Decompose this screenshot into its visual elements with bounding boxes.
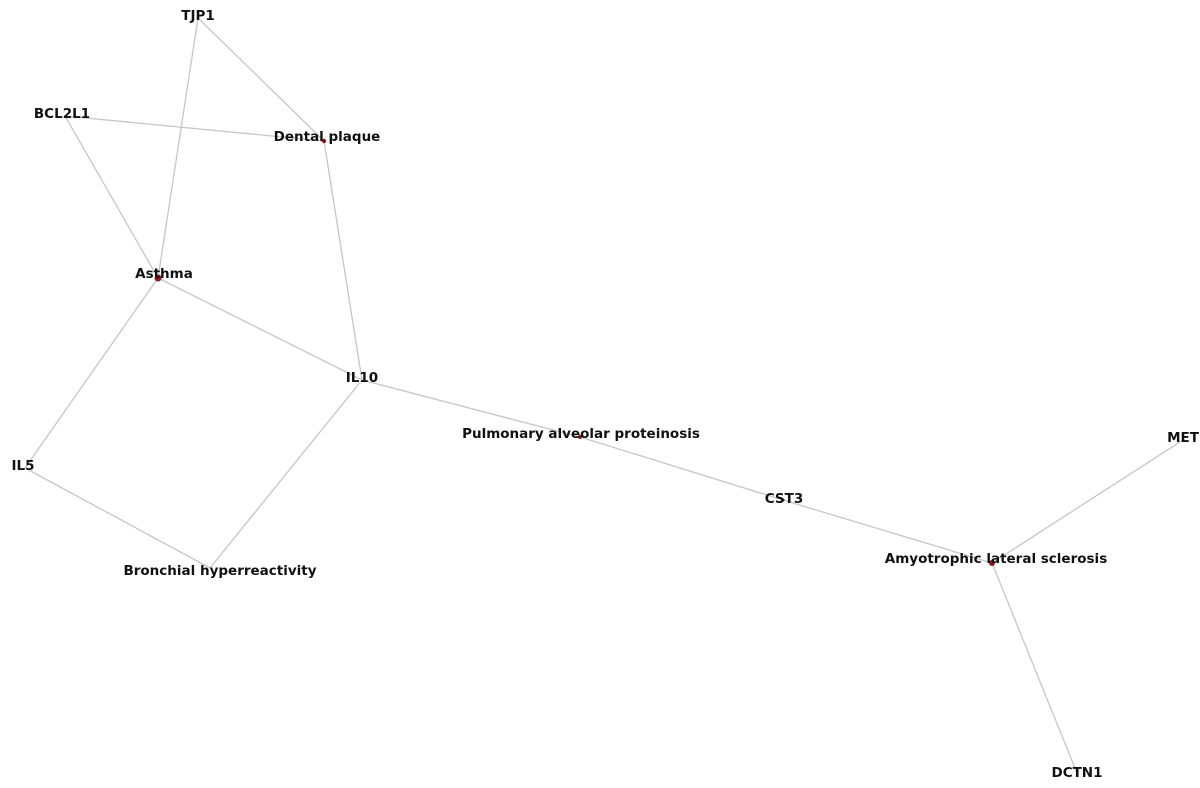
node-il10: IL10 xyxy=(346,370,378,386)
node-asthma: Asthma xyxy=(135,266,193,282)
node-label-tjp1: TJP1 xyxy=(181,8,215,24)
node-dental_plaque: Dental plaque xyxy=(274,129,381,145)
node-dctn1: DCTN1 xyxy=(1051,765,1102,781)
node-label-pap: Pulmonary alveolar proteinosis xyxy=(462,426,700,442)
edge-dental_plaque-il10 xyxy=(323,140,363,381)
edge-als-dctn1 xyxy=(991,562,1078,774)
edge-tjp1-asthma xyxy=(157,17,199,279)
node-pap: Pulmonary alveolar proteinosis xyxy=(462,426,700,442)
node-label-cst3: CST3 xyxy=(765,491,803,507)
node-bcl2l1: BCL2L1 xyxy=(34,106,90,122)
node-label-bronchial_hyperreactivity: Bronchial hyperreactivity xyxy=(123,563,316,579)
edge-bcl2l1-asthma xyxy=(64,115,159,279)
node-dot-dental_plaque xyxy=(321,138,327,144)
node-label-bcl2l1: BCL2L1 xyxy=(34,106,90,122)
edge-il10-pap xyxy=(361,379,581,438)
edge-pap-cst3 xyxy=(579,436,784,501)
edge-cst3-als xyxy=(782,499,993,564)
edges-layer xyxy=(24,17,1184,774)
node-bronchial_hyperreactivity: Bronchial hyperreactivity xyxy=(123,563,316,579)
edge-bcl2l1-dental_plaque xyxy=(64,115,325,142)
edge-il5-bronchial_hyperreactivity xyxy=(24,467,211,569)
node-label-il5: IL5 xyxy=(11,458,34,474)
edge-il10-bronchial_hyperreactivity xyxy=(209,379,363,569)
node-label-il10: IL10 xyxy=(346,370,378,386)
edge-als-met xyxy=(991,439,1184,564)
node-dot-cst3 xyxy=(781,498,785,502)
edge-asthma-il10 xyxy=(157,277,363,381)
node-label-asthma: Asthma xyxy=(135,266,193,282)
node-dot-als xyxy=(989,560,995,566)
node-tjp1: TJP1 xyxy=(181,8,215,24)
node-als: Amyotrophic lateral sclerosis xyxy=(885,551,1107,567)
node-dot-pap xyxy=(578,435,582,439)
node-met: MET xyxy=(1167,430,1200,446)
edge-asthma-il5 xyxy=(24,277,159,469)
node-label-met: MET xyxy=(1167,430,1200,446)
node-cst3: CST3 xyxy=(765,491,803,507)
node-dot-asthma xyxy=(154,274,162,282)
node-il5: IL5 xyxy=(11,458,34,474)
edge-tjp1-dental_plaque xyxy=(197,17,325,142)
node-label-dental_plaque: Dental plaque xyxy=(274,129,381,145)
node-label-dctn1: DCTN1 xyxy=(1051,765,1102,781)
node-label-als: Amyotrophic lateral sclerosis xyxy=(885,551,1107,567)
